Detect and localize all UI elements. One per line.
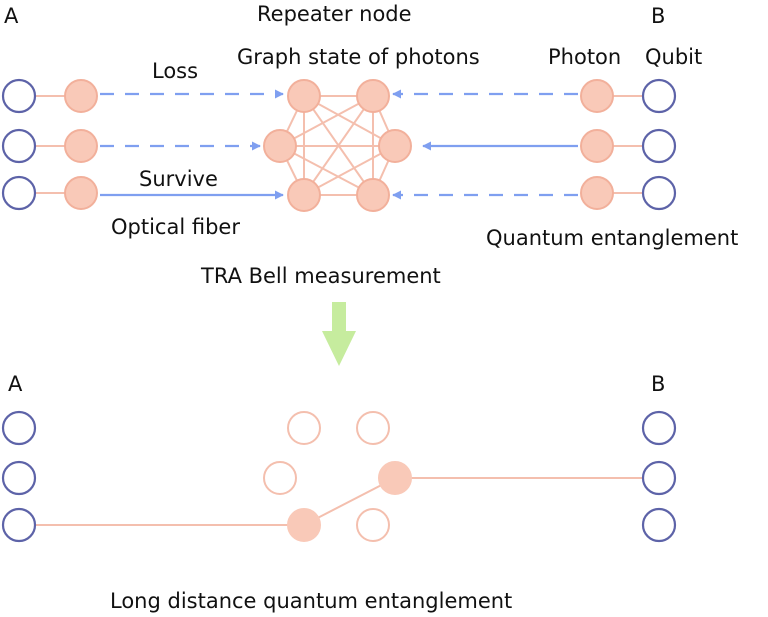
entangled-node-5 bbox=[287, 508, 321, 542]
optical-fiber-label: Optical fiber bbox=[111, 215, 240, 239]
right-photons bbox=[580, 79, 614, 210]
photon-label: Photon bbox=[548, 45, 621, 69]
qubit-a-1 bbox=[1, 78, 37, 114]
long-distance-link bbox=[36, 477, 643, 526]
left-qubits bbox=[1, 78, 37, 211]
photon-b-3 bbox=[580, 176, 614, 210]
endpoint-b-top-label: B bbox=[651, 4, 665, 28]
fiber-arrows bbox=[100, 89, 578, 200]
photon-b-2 bbox=[580, 129, 614, 163]
bottom-graph-nodes bbox=[263, 411, 412, 542]
graph-node-6 bbox=[356, 178, 390, 212]
repeater-node-label: Repeater node bbox=[257, 2, 412, 26]
photon-a-2 bbox=[64, 129, 98, 163]
graph-state-nodes bbox=[263, 79, 412, 212]
tra-bell-label: TRA Bell measurement bbox=[200, 264, 441, 288]
quantum-entanglement-label: Quantum entanglement bbox=[486, 226, 738, 250]
graph-node-1 bbox=[287, 79, 321, 113]
entangled-node-4 bbox=[378, 461, 412, 495]
left-photons bbox=[64, 79, 98, 210]
photon-a-1 bbox=[64, 79, 98, 113]
graph-node-5 bbox=[287, 178, 321, 212]
qubit-b-2 bbox=[641, 128, 677, 164]
bottom-qubits-b bbox=[641, 410, 677, 543]
graph-node-3 bbox=[263, 129, 297, 163]
right-qubit-photon-links bbox=[612, 95, 643, 194]
endpoint-b-bottom-label: B bbox=[651, 372, 665, 396]
long-distance-label: Long distance quantum entanglement bbox=[110, 589, 512, 613]
photon-b-1 bbox=[580, 79, 614, 113]
bottom-qubits-a bbox=[1, 410, 37, 543]
endpoint-a-top-label: A bbox=[4, 4, 19, 28]
qubit-a-3 bbox=[1, 175, 37, 211]
qubit-b-3 bbox=[641, 175, 677, 211]
left-qubit-photon-links bbox=[36, 95, 65, 194]
qubit-b-1 bbox=[641, 78, 677, 114]
loss-label: Loss bbox=[152, 59, 198, 83]
photon-a-3 bbox=[64, 176, 98, 210]
right-qubits bbox=[641, 78, 677, 211]
qubit-label: Qubit bbox=[645, 45, 702, 69]
endpoint-a-bottom-label: A bbox=[8, 372, 23, 396]
measured-node-3 bbox=[263, 461, 297, 495]
graph-state-label: Graph state of photons bbox=[237, 45, 480, 69]
measured-node-1 bbox=[287, 411, 321, 445]
measured-node-2 bbox=[356, 411, 390, 445]
graph-node-4 bbox=[378, 129, 412, 163]
measured-node-6 bbox=[356, 508, 390, 542]
qubit-a-2 bbox=[1, 128, 37, 164]
graph-node-2 bbox=[356, 79, 390, 113]
down-arrow-icon bbox=[322, 302, 356, 366]
survive-label: Survive bbox=[139, 167, 218, 191]
